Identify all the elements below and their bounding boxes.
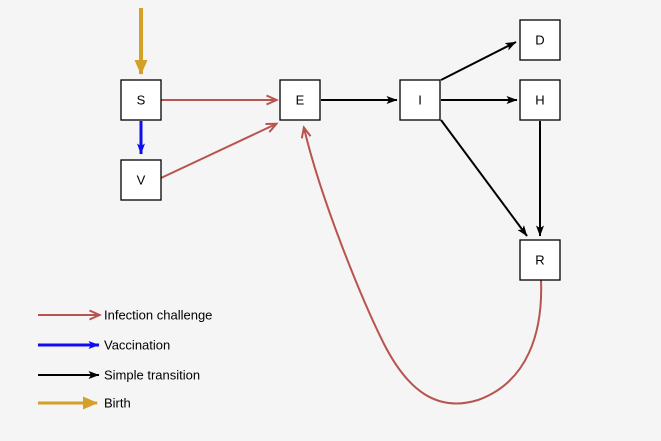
edge-I-to-D[interactable] — [440, 41, 517, 81]
node-R-label: R — [535, 253, 544, 268]
node-D-label: D — [535, 33, 544, 48]
legend-item-simple-transition[interactable]: Simple transition — [38, 368, 200, 383]
node-H-box[interactable] — [519, 79, 561, 121]
node-I-label: I — [418, 93, 422, 108]
node-H-label: H — [535, 93, 544, 108]
node-V[interactable]: V — [120, 159, 162, 201]
node-I-box[interactable] — [399, 79, 441, 121]
edge-R-to-E[interactable] — [304, 128, 543, 405]
legend-label-infection: Infection challenge — [104, 308, 212, 323]
legend: Infection challenge Vaccination Simple t… — [38, 308, 212, 411]
node-H[interactable]: H — [519, 79, 561, 121]
legend-item-vaccination[interactable]: Vaccination — [38, 338, 170, 353]
edges-layer — [134, 8, 544, 405]
legend-item-birth[interactable]: Birth — [38, 396, 131, 411]
node-V-box[interactable] — [120, 159, 162, 201]
edge-V-to-E[interactable] — [160, 124, 276, 179]
node-S[interactable]: S — [120, 79, 162, 121]
node-R-box[interactable] — [519, 239, 561, 281]
legend-label-vaccination: Vaccination — [104, 338, 170, 353]
node-R[interactable]: R — [519, 239, 561, 281]
node-E-label: E — [296, 93, 305, 108]
node-V-label: V — [137, 173, 146, 188]
node-E[interactable]: E — [279, 79, 321, 121]
legend-label-birth: Birth — [104, 396, 131, 411]
node-E-box[interactable] — [279, 79, 321, 121]
node-S-label: S — [137, 93, 146, 108]
node-I[interactable]: I — [399, 79, 441, 121]
legend-item-infection-challenge[interactable]: Infection challenge — [38, 308, 212, 323]
nodes-layer: S V E I D H R — [120, 19, 561, 281]
node-S-box[interactable] — [120, 79, 162, 121]
legend-label-transition: Simple transition — [104, 368, 200, 383]
node-D[interactable]: D — [519, 19, 561, 61]
edge-I-to-R[interactable] — [440, 119, 528, 237]
node-D-box[interactable] — [519, 19, 561, 61]
